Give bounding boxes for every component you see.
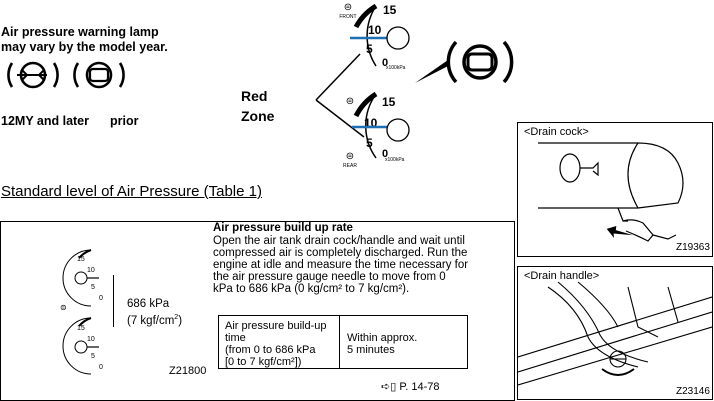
- body-line-5: kPa to 686 kPa (0 kg/cm² to 7 kg/cm²).: [213, 283, 410, 295]
- connector-lines: [315, 53, 365, 138]
- lamp-note-line2: may vary by the model year.: [1, 40, 168, 54]
- page-ref-text: P. 14-78: [399, 381, 440, 393]
- front-brake-icon: ⊜: [344, 2, 352, 13]
- m-brake-icon: ⊜: [60, 303, 67, 312]
- manual-excerpt: 15 10 5 0 15 10 5 0 ⊜ 686 kPa (7 kgf/cm2…: [0, 221, 515, 401]
- tick-10-front: 10: [368, 23, 382, 37]
- pressure-line2: (7 kgf/cm2): [127, 314, 183, 327]
- table-right-line-1: Within approx.: [347, 332, 418, 344]
- tick-5-front: 5: [366, 42, 373, 56]
- m-tick-5b: 5: [91, 353, 95, 360]
- drain-handle-panel: <Drain handle> Z23146: [517, 266, 713, 400]
- red-zone-line2: Zone: [241, 108, 275, 124]
- table-left-line-1: Air pressure build-up: [225, 320, 327, 332]
- drain-cock-illustration: Z19363: [538, 142, 710, 253]
- m-tick-0b: 0: [99, 364, 103, 371]
- drain-handle-title: <Drain handle>: [524, 270, 600, 282]
- page-reference[interactable]: ➪▯ P. 14-78: [381, 380, 440, 393]
- m-tick-15a: 15: [77, 256, 85, 263]
- lamp-note: Air pressure warning lamp may vary by th…: [1, 25, 168, 55]
- large-prior-lamp-icon: [446, 40, 514, 84]
- body-line-2: compressed air is completely discharged.…: [213, 247, 468, 259]
- warning-lamp-12my-icon: [7, 61, 59, 89]
- m-tick-10a: 10: [87, 267, 95, 274]
- rear-gauge: ⊜ 15 10 5 0 x100kPa ⊜ REAR: [343, 91, 410, 169]
- tick-15-rear: 15: [382, 95, 396, 109]
- warning-lamp-icons: [7, 61, 125, 89]
- drain-handle-code: Z23146: [676, 386, 710, 397]
- pressure-value: 686 kPa (7 kgf/cm2): [127, 297, 182, 328]
- m-tick-5a: 5: [91, 284, 95, 291]
- build-up-table: Air pressure build-up time (from 0 to 68…: [218, 315, 468, 369]
- m-tick-15b: 15: [77, 325, 85, 332]
- standard-level-heading: Standard level of Air Pressure (Table 1): [1, 183, 262, 200]
- rear-label: REAR: [343, 163, 357, 169]
- tick-0-front: 0: [382, 57, 388, 69]
- front-label: FRONT: [339, 14, 356, 20]
- gauge-diagram: ⊜ FRONT 15 10 5 0 x100kPa ⊜ 15 10 5 0 x1…: [315, 2, 514, 169]
- unit-front: x100kPa: [386, 65, 406, 71]
- tick-0-rear: 0: [382, 148, 388, 160]
- drain-cock-panel: <Drain cock> Z19363: [517, 122, 713, 257]
- pressure-line1: 686 kPa: [127, 298, 170, 310]
- table-left-cell: [219, 316, 340, 368]
- manual-gauges: 15 10 5 0 15 10 5 0 ⊜: [60, 249, 103, 375]
- table-right-line-2: 5 minutes: [347, 344, 395, 356]
- callout-pointer: [415, 60, 450, 83]
- unit-rear: x100kPa: [385, 157, 405, 163]
- label-12my: 12MY and later: [1, 114, 90, 128]
- m-tick-10b: 10: [87, 336, 95, 343]
- table-left-text: Air pressure build-up time (from 0 to 68…: [225, 320, 327, 368]
- arrow-book-icon: ➪▯: [381, 381, 397, 393]
- drain-cock-arrow: [606, 225, 634, 238]
- table-left-line-4: [0 to 7 kgf/cm²]): [225, 356, 302, 368]
- red-zone-label: Red Zone: [241, 86, 274, 126]
- table-left-line-2: time: [225, 332, 246, 344]
- drain-handle-illustration: Z23146: [518, 281, 712, 397]
- table-left-line-3: (from 0 to 686 kPa: [225, 344, 316, 356]
- lamp-labels: 12MY and later prior: [1, 114, 138, 128]
- drain-cock-title: <Drain cock>: [524, 126, 589, 138]
- drain-handle-rotate-arrow: [601, 368, 635, 376]
- warning-lamp-prior-icon: [73, 61, 125, 89]
- tick-5-rear: 5: [366, 136, 373, 150]
- drain-cock-code: Z19363: [676, 242, 710, 253]
- rear-brake-icon: ⊜: [346, 96, 354, 107]
- build-up-rate-text: Air pressure build up rate Open the air …: [213, 222, 509, 300]
- body-line-4: the air pressure gauge needle to move fr…: [213, 271, 446, 283]
- m-tick-0a: 0: [99, 295, 103, 302]
- pressure-bracket: [113, 275, 128, 327]
- rear-bottom-icon: ⊜: [346, 151, 354, 162]
- figure-code: Z21800: [169, 365, 207, 377]
- tick-15-front: 15: [383, 3, 397, 17]
- body-line-1: Open the air tank drain cock/handle and …: [213, 235, 465, 247]
- label-prior: prior: [109, 114, 139, 128]
- lamp-note-line1: Air pressure warning lamp: [1, 25, 159, 39]
- red-zone-line1: Red: [241, 88, 268, 104]
- build-up-title: Air pressure build up rate: [213, 222, 353, 234]
- table-right-text: Within approx. 5 minutes: [347, 332, 417, 356]
- body-line-3: engine at idle and measure the time nece…: [213, 259, 469, 271]
- front-gauge: ⊜ FRONT 15 10 5 0 x100kPa: [339, 2, 410, 71]
